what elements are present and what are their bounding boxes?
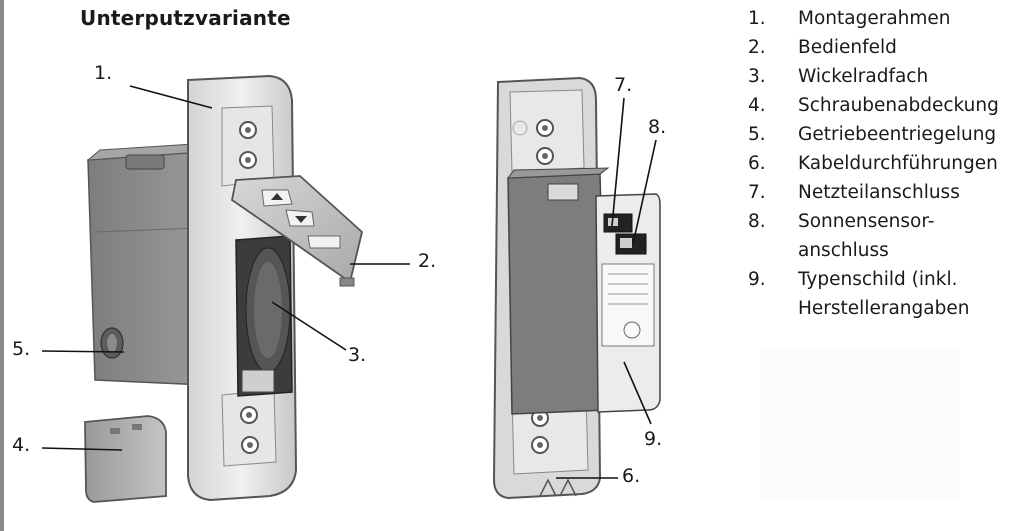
legend-label: Wickelradfach <box>798 66 929 87</box>
callout-9: 9. <box>644 428 663 450</box>
legend-number: 3. <box>748 66 766 87</box>
legend-label: Sonnensensor- anschluss <box>798 211 935 261</box>
callout-6: 6. <box>622 465 641 487</box>
legend-item: 2. Bedienfeld <box>748 33 1020 62</box>
legend-label: Schraubenabdeckung <box>798 95 999 116</box>
leader-lines <box>41 85 657 479</box>
legend-item: 7. Netzteilanschluss <box>748 178 1020 207</box>
legend-number: 9. <box>748 269 766 290</box>
legend-number: 1. <box>748 8 766 29</box>
legend-label: Bedienfeld <box>798 37 897 58</box>
legend-label: Netzteilanschluss <box>798 182 960 203</box>
back-housing <box>506 167 610 415</box>
leader-line-4 <box>41 447 123 451</box>
callout-3: 3. <box>348 344 367 366</box>
legend-number: 2. <box>748 37 766 58</box>
legend-item: 1. Montagerahmen <box>748 4 1020 33</box>
legend-item: 3. Wickelradfach <box>748 62 1020 91</box>
legend-list: 1. Montagerahmen 2. Bedienfeld 3. Wickelradfa… <box>748 4 1020 323</box>
callout-1: 1. <box>94 62 113 84</box>
legend-number: 8. <box>748 211 766 232</box>
gear-release <box>100 327 124 359</box>
legend-label: Kabeldurchführungen <box>798 153 998 174</box>
power-module <box>595 193 661 413</box>
legend-number: 7. <box>748 182 766 203</box>
leader-line-1 <box>129 85 213 109</box>
background-patch <box>760 350 960 500</box>
screw-cover <box>84 415 167 503</box>
legend-item: 9. Typenschild (inkl. Herstellerangaben <box>748 265 1020 323</box>
control-panel <box>231 175 363 287</box>
leader-line-9 <box>623 361 652 425</box>
legend-number: 6. <box>748 153 766 174</box>
legend-item: 5. Getriebeentriegelung <box>748 120 1020 149</box>
left-edge-bar <box>0 0 4 531</box>
callout-8: 8. <box>648 116 667 138</box>
legend-label: Typenschild (inkl. Herstellerangaben <box>798 269 970 319</box>
callout-7: 7. <box>614 74 633 96</box>
callout-5: 5. <box>12 338 31 360</box>
legend-item: 4. Schraubenabdeckung <box>748 91 1020 120</box>
leader-line-8 <box>632 139 657 245</box>
leader-line-3 <box>271 301 347 351</box>
legend-label: Montagerahmen <box>798 8 951 29</box>
cable-entries <box>539 478 577 497</box>
diagram-title: Unterputzvariante <box>80 6 291 30</box>
type-plate <box>601 263 655 347</box>
winding-wheel-compartment <box>235 235 293 397</box>
callout-2: 2. <box>418 250 437 272</box>
legend-label: Getriebeentriegelung <box>798 124 997 145</box>
legend-item: 8. Sonnensensor- anschluss <box>748 207 1020 265</box>
legend-number: 4. <box>748 95 766 116</box>
legend-item: 6. Kabeldurchführungen <box>748 149 1020 178</box>
leader-line-7 <box>611 97 625 227</box>
legend-number: 5. <box>748 124 766 145</box>
callout-4: 4. <box>12 434 31 456</box>
leader-line-5 <box>41 350 125 353</box>
